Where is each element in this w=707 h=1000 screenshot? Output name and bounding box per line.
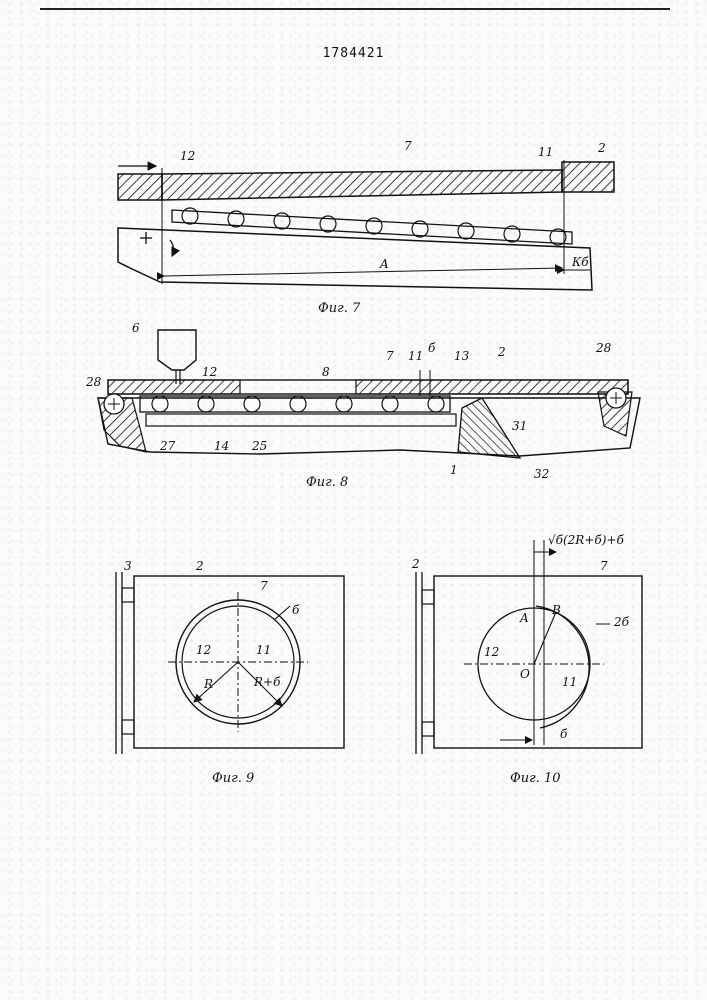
fig8-label-7: 7 (386, 349, 394, 363)
fig7-label-12: 12 (180, 149, 195, 163)
fig10-label-12: 12 (484, 645, 499, 659)
fig8-label-25: 25 (251, 439, 267, 453)
fig9-label-R-delta: R+б (253, 675, 281, 689)
fig7-caption: Фиг. 7 (318, 301, 361, 316)
fig8-label-27: 27 (159, 439, 176, 453)
figure-9: 3 2 7 б 12 11 R R+б Фиг. 9 (116, 559, 344, 786)
fig10-label-O: O (520, 667, 530, 681)
fig9-label-3: 3 (124, 559, 132, 573)
fig9-hinge-3-top (122, 588, 134, 602)
fig8-label-13: 13 (454, 349, 470, 363)
fig9-label-delta: б (292, 603, 300, 617)
fig8-label-6: 6 (132, 321, 140, 335)
fig8-label-32: 32 (534, 467, 549, 481)
fig7-rotation-arrow (170, 240, 174, 256)
fig10-caption: Фиг. 10 (510, 771, 561, 786)
fig9-caption: Фиг. 9 (212, 771, 254, 786)
fig8-label-8: 8 (322, 365, 330, 379)
fig7-label-11: 11 (538, 145, 553, 159)
fig8-label-delta: б (428, 341, 436, 355)
fig9-label-7: 7 (260, 579, 268, 593)
fig8-nozzle-6 (158, 330, 196, 370)
fig7-label-K: Кб (571, 255, 589, 269)
figure-7: 12 7 11 2 A Кб Фиг. 7 (118, 139, 614, 316)
fig8-wedge-31 (458, 398, 520, 458)
fig9-label-11: 11 (256, 643, 271, 657)
fig10-label-2: 2 (411, 557, 420, 571)
fig7-left-block (118, 174, 162, 200)
fig8-label-28-right: 28 (595, 341, 612, 355)
fig10-label-formula: √б(2R+б)+б (548, 533, 624, 547)
fig8-label-1: 1 (450, 463, 458, 477)
fig7-dim-A (164, 268, 562, 276)
fig10-plate-2 (434, 576, 642, 748)
fig8-label-12: 12 (202, 365, 217, 379)
fig10-label-A: A (519, 611, 529, 625)
fig10-label-11: 11 (562, 675, 577, 689)
fig8-label-28-left: 28 (85, 375, 102, 389)
fig7-label-2: 2 (597, 141, 606, 155)
fig8-base (98, 398, 640, 456)
fig10-label-B: B (551, 603, 561, 617)
fig8-caption: Фиг. 8 (306, 475, 348, 490)
fig8-label-11: 11 (408, 349, 423, 363)
fig7-block-2 (562, 162, 614, 192)
fig8-label-31: 31 (512, 419, 527, 433)
fig9-label-2: 2 (195, 559, 204, 573)
fig7-lower-body (118, 228, 592, 290)
fig10-label-7: 7 (600, 559, 608, 573)
fig9-hinge-3-bottom (122, 720, 134, 734)
fig8-label-14: 14 (214, 439, 229, 453)
fig7-label-A: A (379, 257, 389, 271)
fig10-label-delta: б (560, 727, 568, 741)
fig10-label-2delta: 2б (613, 615, 630, 629)
fig9-label-12: 12 (196, 643, 211, 657)
fig8-label-2: 2 (497, 345, 506, 359)
fig7-label-7: 7 (404, 139, 412, 153)
fig8-carrier-14 (146, 414, 456, 426)
fig9-label-R: R (203, 677, 213, 691)
fig7-plate-7 (162, 170, 562, 200)
figure-10: 2 √б(2R+б)+б 7 B A 2б 12 O 11 б Фиг. 10 (411, 533, 642, 786)
figure-8: 6 12 8 7 11 б 13 2 28 28 27 14 25 31 1 3… (85, 321, 640, 490)
